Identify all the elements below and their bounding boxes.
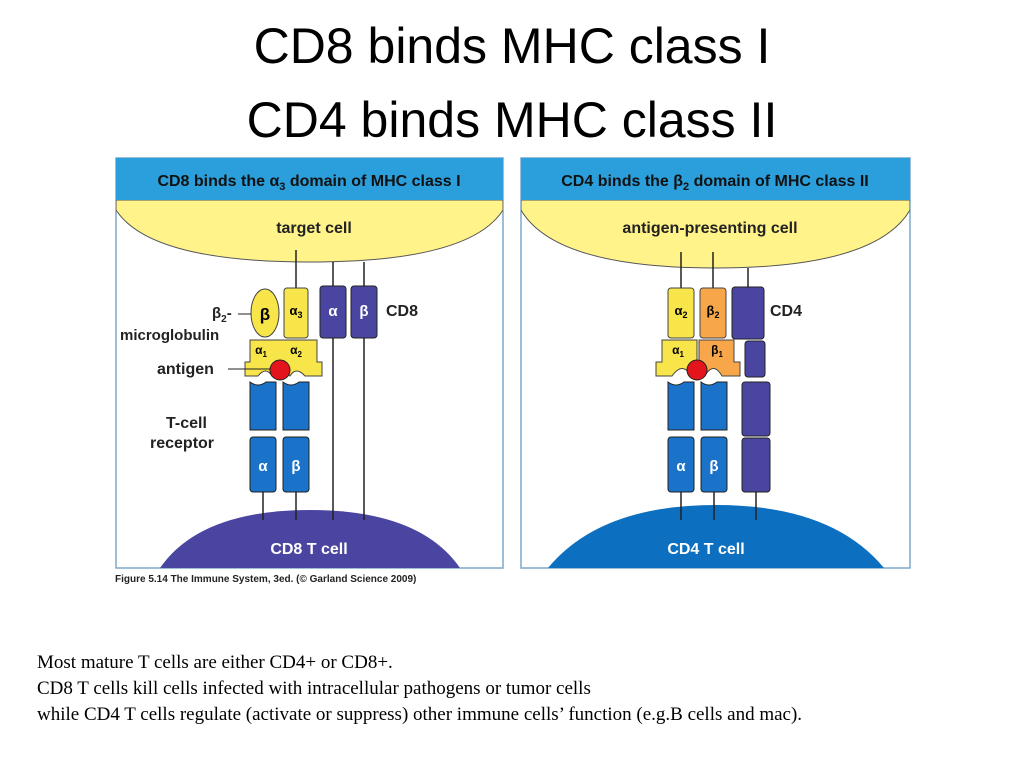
microglobulin-label: microglobulin (120, 327, 219, 344)
beta2-microglobulin-domain (250, 288, 280, 338)
cd8-beta-glyph: β (359, 303, 368, 320)
mhcii-alpha2-domain (667, 287, 695, 339)
cd4-d2-domain (744, 340, 766, 378)
target-cell-membrane (116, 199, 503, 263)
mhcii-alpha2-label: α2 (674, 303, 687, 320)
body-line-2: CD8 T cells kill cells infected with int… (37, 678, 591, 699)
cd4-label: CD4 (770, 303, 802, 320)
mhc-class-ii: α2 β2 α1 β1 (655, 287, 741, 377)
right-panel: CD4 binds the β2 domain of MHC class II … (520, 157, 911, 569)
figure-caption: Figure 5.14 The Immune System, 3ed. (© G… (115, 574, 417, 585)
body-line-1: Most mature T cells are either CD4+ or C… (37, 652, 393, 673)
cd8-alpha-glyph: α (328, 303, 338, 320)
apc-label: antigen-presenting cell (622, 220, 797, 237)
tcr-label-line1: T-cell (166, 415, 207, 432)
body-line-3: while CD4 T cells regulate (activate or … (37, 704, 803, 725)
antigen-label: antigen (157, 361, 214, 378)
alpha3-domain (283, 287, 309, 339)
alpha3-label: α3 (289, 303, 302, 320)
apc-membrane (521, 199, 910, 269)
cd8-t-cell-label: CD8 T cell (270, 541, 347, 558)
mhcii-beta2-domain (699, 287, 727, 339)
mhc-class-i: β α3 α1 α2 (244, 287, 323, 377)
alpha1-label: α1 (255, 343, 267, 359)
target-cell-label: target cell (276, 220, 352, 237)
mhcii-alpha1-label: α1 (672, 343, 684, 359)
cd8-label: CD8 (386, 303, 418, 320)
cd8-t-cell-membrane (160, 510, 460, 568)
cd4-t-cell-membrane (548, 505, 884, 568)
beta2-microglobulin-label: β2- (212, 305, 232, 325)
mhcii-beta2-label: β2 (707, 303, 720, 320)
cd8-beta-chain (350, 285, 378, 339)
cd4-tcr-alpha-glyph: α (676, 458, 686, 475)
tcr-label-line2: receptor (150, 435, 214, 452)
tcr-beta-glyph: β (291, 458, 300, 475)
cd8-alpha-chain (319, 285, 347, 339)
left-panel: CD8 binds the α3 domain of MHC class I t… (115, 157, 504, 569)
left-panel-header-bar (116, 158, 503, 200)
cd4-d1-domain (731, 286, 765, 340)
cd8-t-cell-receptor: α β (249, 381, 310, 520)
cd4-d3-domain (741, 381, 771, 437)
cd4-d4-domain (741, 437, 771, 493)
slide-body-text: Most mature T cells are either CD4+ or C… (37, 650, 1012, 728)
beta2m-glyph: β (260, 305, 270, 324)
cd4-t-cell-receptor: α β (667, 381, 728, 520)
antigen-peptide-ii (686, 359, 708, 381)
tcr-alpha-glyph: α (258, 458, 268, 475)
right-panel-header: CD4 binds the β2 domain of MHC class II (561, 173, 869, 193)
right-panel-header-bar (521, 158, 910, 200)
left-panel-header: CD8 binds the α3 domain of MHC class I (157, 173, 460, 193)
mhcii-beta1-label: β1 (711, 343, 723, 359)
slide-title-line-2: CD4 binds MHC class II (246, 92, 778, 148)
cd8-cd4-mhc-figure: CD8 binds the α3 domain of MHC class I t… (115, 157, 911, 569)
cd4-t-cell-label: CD4 T cell (667, 541, 744, 558)
cd4-coreceptor: CD4 (731, 286, 802, 520)
cd4-tcr-beta-glyph: β (709, 458, 718, 475)
alpha2-label: α2 (290, 343, 302, 359)
slide-title-line-1: CD8 binds MHC class I (253, 18, 771, 74)
antigen-peptide (269, 359, 291, 381)
cd8-coreceptor: α β CD8 (319, 285, 418, 339)
